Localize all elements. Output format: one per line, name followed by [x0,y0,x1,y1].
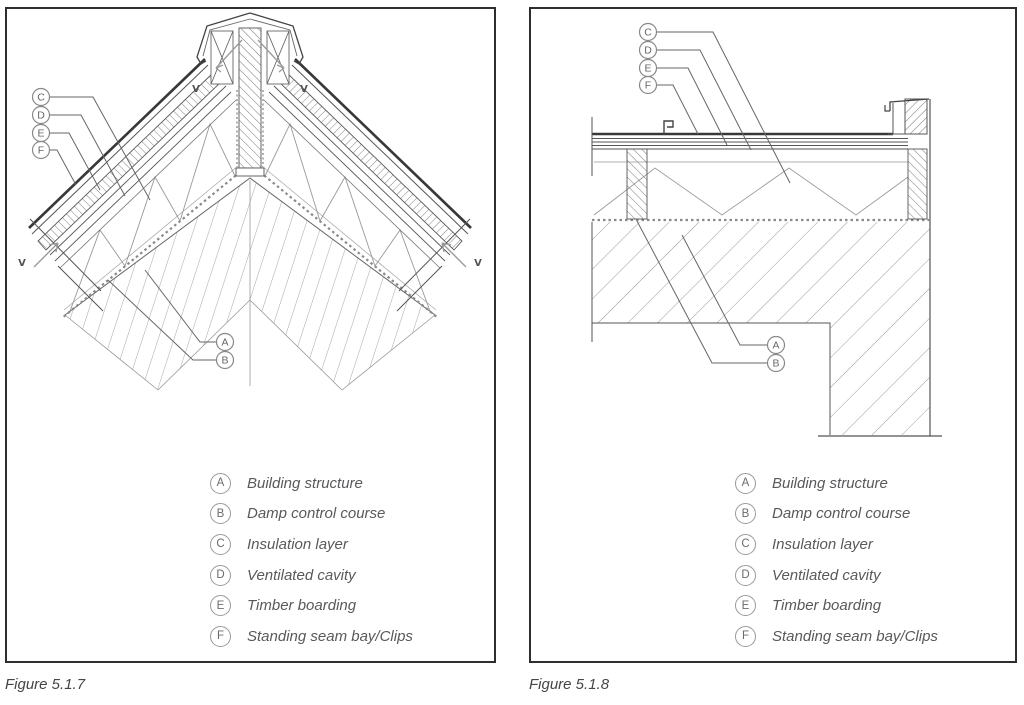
callout-letter-a: A [772,340,779,352]
legend-label-e: Timber boarding [247,597,357,615]
callout-letter-b: B [221,355,228,367]
legend-label-a: Building structure [247,474,363,492]
callout-letter-c: C [644,27,652,39]
legend-key-b: B [210,503,231,525]
legend-key-d: D [735,564,756,586]
ridge-board [235,27,265,177]
legend-label-c: Insulation layer [247,535,348,553]
cavity-zone [593,148,928,220]
legend-item-d: D Ventilated cavity [735,560,1005,591]
callout-circles-top: C D E F [638,22,658,95]
eaves-cut-lines [29,218,471,312]
legend-key-a: A [735,472,756,494]
ridge-vent-cap [196,12,304,65]
legend: A Building structure B Damp control course… [735,468,1005,652]
callout-letter-d: D [37,110,45,122]
callout-circles-bottom: A B [215,332,235,370]
legend-item-a: A Building structure [210,468,480,499]
legend-label-c: Insulation layer [772,535,873,553]
legend-label-f: Standing seam bay/Clips [772,627,938,645]
legend-label-f: Standing seam bay/Clips [247,627,413,645]
vent-label-eaves-right: V [474,258,482,269]
legend-item-f: F Standing seam bay/Clips [735,621,1005,652]
callout-letter-c: C [37,92,45,104]
roof-slope-right [263,58,472,269]
figure-caption-2: Figure 5.1.8 [529,676,610,693]
legend-key-e: E [735,595,756,617]
legend-label-a: Building structure [772,474,888,492]
legend-label-d: Ventilated cavity [247,566,356,584]
legend-key-f: F [210,625,231,647]
legend-key-d: D [210,564,231,586]
legend: A Building structure B Damp control course… [210,468,480,652]
callout-leaders-top [656,31,791,184]
vent-label-ridge-left: V [192,84,200,95]
legend-item-e: E Timber boarding [210,590,480,621]
figure-roof-edge-panel: C D E F A B A Building structure B Damp co… [529,7,1017,663]
damp-control-course [61,165,439,319]
callout-leaders-bottom [107,269,217,361]
legend-key-a: A [210,472,231,494]
callout-letter-f: F [645,80,651,92]
callout-letter-e: E [37,128,44,140]
legend-key-f: F [735,625,756,647]
legend-key-c: C [735,533,756,555]
roof-edge-drawing: C D E F A B [591,22,942,437]
callout-letter-a: A [221,337,228,349]
vent-airflow-arrows [215,39,285,73]
callout-letter-e: E [644,63,651,75]
figure-ridge-detail-panel: V V V V C D E F A B [5,7,496,663]
legend-label-d: Ventilated cavity [772,566,881,584]
legend-item-c: C Insulation layer [735,529,1005,560]
callout-letter-d: D [644,45,652,57]
legend-key-e: E [210,595,231,617]
callout-letter-f: F [38,145,44,157]
callout-circles-bottom: A B [766,335,786,373]
legend-label-b: Damp control course [772,505,911,523]
vent-arrow-eaves-right [441,242,467,268]
ridge-detail-drawing: V V V V C D E F A B [18,12,482,391]
legend-item-e: E Timber boarding [735,590,1005,621]
ridge-cross-bracing [210,30,290,85]
legend-key-b: B [735,503,756,525]
callout-letter-b: B [772,358,779,370]
parapet-upstand [884,98,930,135]
callout-circles-top: C D E F [31,87,51,160]
legend-item-a: A Building structure [735,468,1005,499]
legend-item-b: B Damp control course [735,499,1005,530]
building-structure-hatch [64,177,436,391]
legend-label-b: Damp control course [247,505,386,523]
vent-arrow-eaves-left [33,242,59,268]
legend-item-f: F Standing seam bay/Clips [210,621,480,652]
legend-item-b: B Damp control course [210,499,480,530]
building-structure-hatch [591,99,942,437]
legend-key-c: C [210,533,231,555]
callout-leaders-bottom [636,220,768,364]
legend-item-c: C Insulation layer [210,529,480,560]
legend-label-e: Timber boarding [772,597,882,615]
vent-label-eaves-left: V [18,258,26,269]
legend-item-d: D Ventilated cavity [210,560,480,591]
vent-label-ridge-right: V [300,84,308,95]
callout-leaders-top [49,96,151,201]
figure-caption-1: Figure 5.1.7 [5,676,86,693]
standing-seam-clip [663,120,674,134]
